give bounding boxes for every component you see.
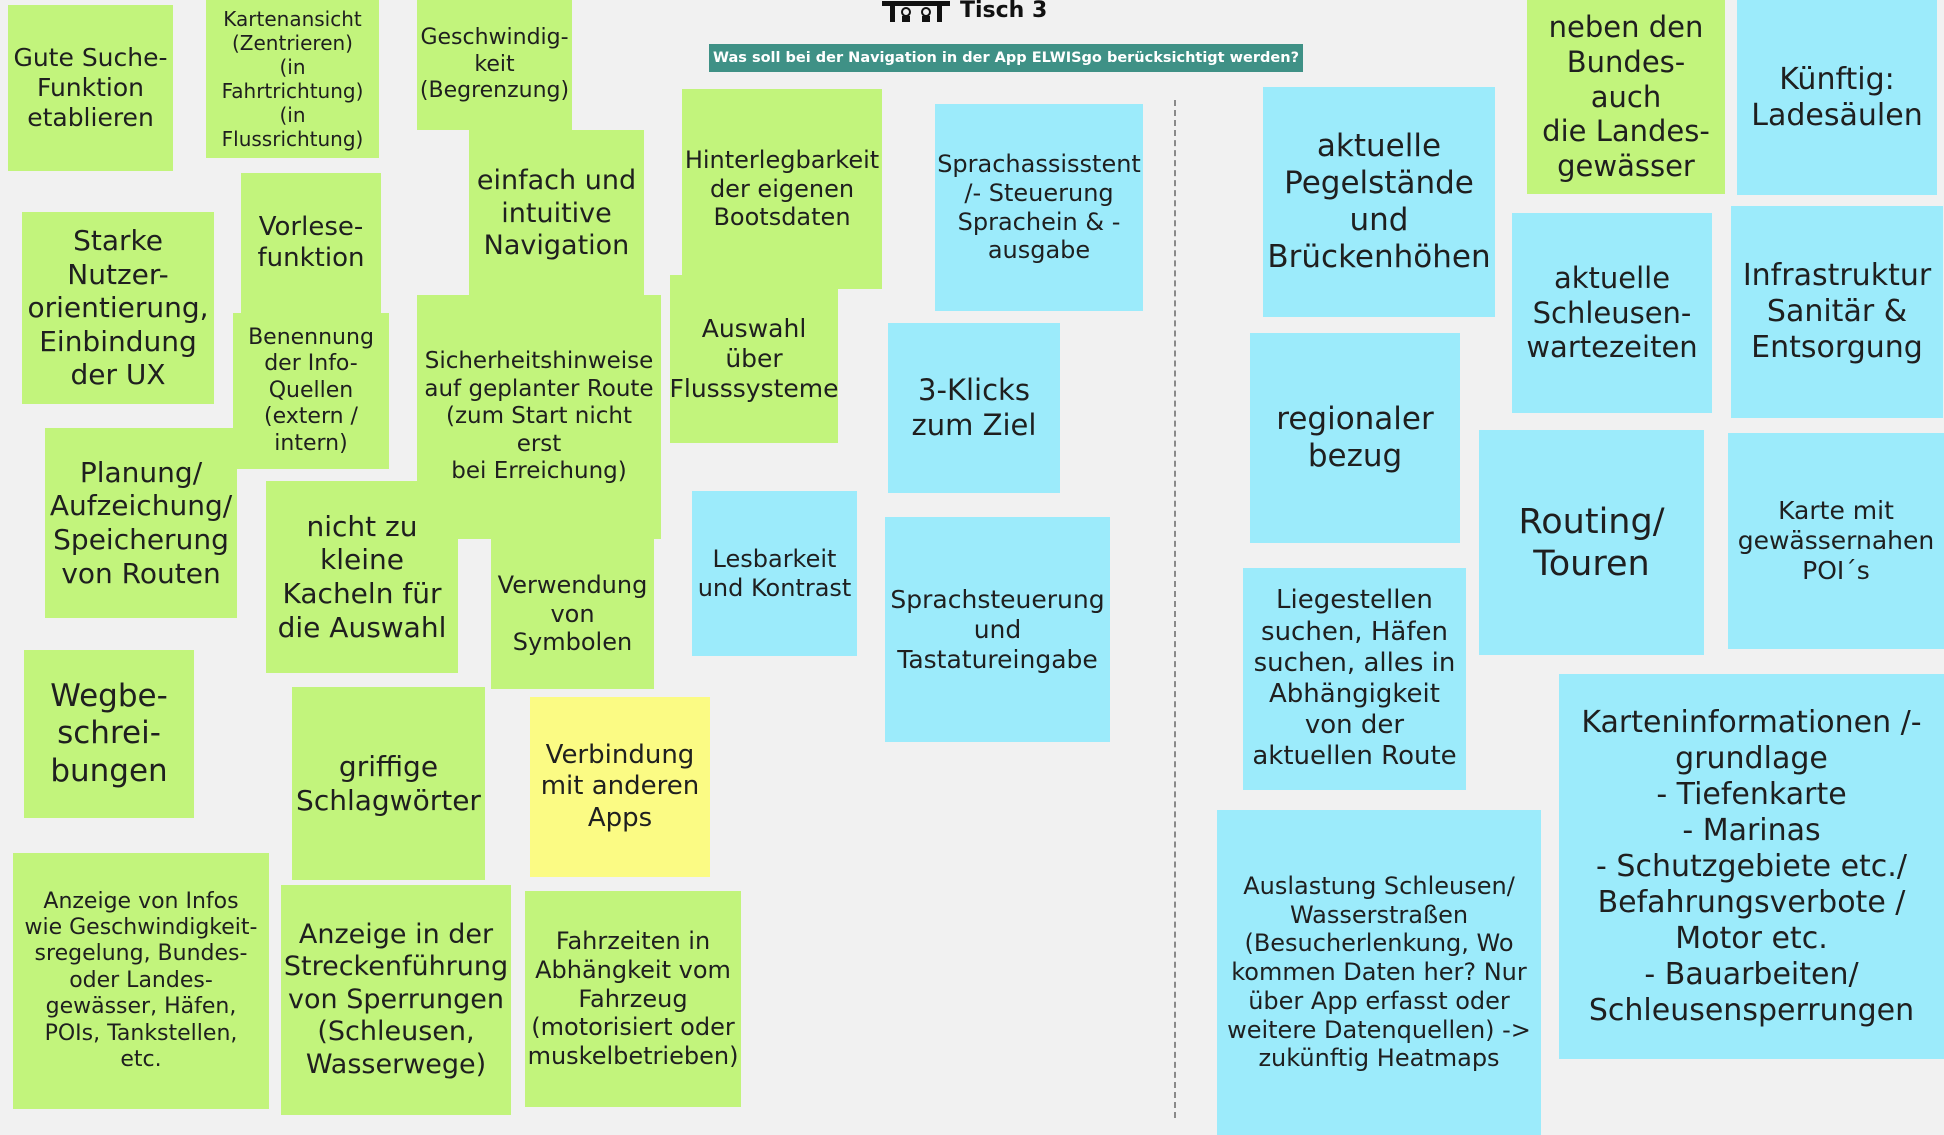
sticky-note-pegelstaende[interactable]: aktuelle Pegelstände und Brückenhöhen <box>1263 87 1495 317</box>
column-divider <box>1174 100 1176 1118</box>
sticky-note-wegbeschreibungen[interactable]: Wegbe- schrei- bungen <box>24 650 194 818</box>
board-title: Tisch 3 <box>880 0 1047 22</box>
sticky-note-symbole[interactable]: Verwendung von Symbolen <box>491 539 654 689</box>
sticky-note-drei-klicks[interactable]: 3-Klicks zum Ziel <box>888 323 1060 493</box>
question-banner: Was soll bei der Navigation in der App E… <box>709 44 1303 72</box>
sticky-note-geschwindigkeit[interactable]: Geschwindig- keit (Begrenzung) <box>417 0 572 130</box>
sticky-note-liegestellen[interactable]: Liegestellen suchen, Häfen suchen, alles… <box>1243 568 1466 790</box>
sticky-note-sperrungen[interactable]: Anzeige in der Streckenführung von Sperr… <box>281 885 511 1115</box>
sticky-note-planung-routen[interactable]: Planung/ Aufzeichung/ Speicherung von Ro… <box>45 428 237 618</box>
sticky-note-kacheln[interactable]: nicht zu kleine Kacheln für die Auswahl <box>266 481 458 673</box>
sticky-note-regionaler-bezug[interactable]: regionaler bezug <box>1250 333 1460 543</box>
sticky-note-landesgewaesser[interactable]: neben den Bundes- auch die Landes- gewäs… <box>1527 0 1725 194</box>
sticky-note-karte-poi[interactable]: Karte mit gewässernahen POI´s <box>1728 433 1944 649</box>
sticky-note-lesbarkeit[interactable]: Lesbarkeit und Kontrast <box>692 491 857 656</box>
sticky-note-anzeige-infos[interactable]: Anzeige von Infos wie Geschwindigkeit- s… <box>13 853 269 1109</box>
sticky-note-benennung-quellen[interactable]: Benennung der Info- Quellen (extern / in… <box>233 313 389 469</box>
sticky-note-sprachsteuerung[interactable]: Sprachsteuerung und Tastatureingabe <box>885 517 1110 742</box>
sticky-note-routing-touren[interactable]: Routing/ Touren <box>1479 430 1704 655</box>
table-icon <box>882 1 950 22</box>
sticky-note-ladesaeulen[interactable]: Künftig: Ladesäulen <box>1737 0 1937 195</box>
sticky-note-vorlesefunktion[interactable]: Vorlese- funktion <box>241 173 381 313</box>
sticky-note-auslastung[interactable]: Auslastung Schleusen/ Wasserstraßen (Bes… <box>1217 810 1541 1135</box>
table-label: Tisch 3 <box>960 0 1048 23</box>
sticky-note-einfach-navigation[interactable]: einfach und intuitive Navigation <box>469 130 644 298</box>
sticky-note-nutzerorientierung[interactable]: Starke Nutzer- orientierung, Einbindung … <box>22 212 214 404</box>
sticky-note-kartenansicht[interactable]: Kartenansicht (Zentrieren) (in Fahrtrich… <box>206 0 379 158</box>
sticky-note-gute-suche[interactable]: Gute Suche- Funktion etablieren <box>8 5 173 171</box>
sticky-note-schleusenwartezeiten[interactable]: aktuelle Schleusen- wartezeiten <box>1512 213 1712 413</box>
sticky-note-karteninformationen[interactable]: Karteninformationen /- grundlage - Tiefe… <box>1559 674 1944 1059</box>
sticky-note-verbindung-apps[interactable]: Verbindung mit anderen Apps <box>530 697 710 877</box>
sticky-note-fahrzeiten[interactable]: Fahrzeiten in Abhängkeit vom Fahrzeug (m… <box>525 891 741 1107</box>
sticky-note-hinterlegbarkeit[interactable]: Hinterlegbarkeit der eigenen Bootsdaten <box>682 89 882 289</box>
sticky-note-sprachassistent[interactable]: Sprachassisstent /- Steuerung Sprachein … <box>935 104 1143 311</box>
sticky-note-schlagwoerter[interactable]: griffige Schlagwörter <box>292 687 485 880</box>
sticky-note-infrastruktur[interactable]: Infrastruktur Sanitär & Entsorgung <box>1731 206 1943 418</box>
sticky-note-auswahl-flusssysteme[interactable]: Auswahl über Flusssysteme <box>670 275 839 443</box>
